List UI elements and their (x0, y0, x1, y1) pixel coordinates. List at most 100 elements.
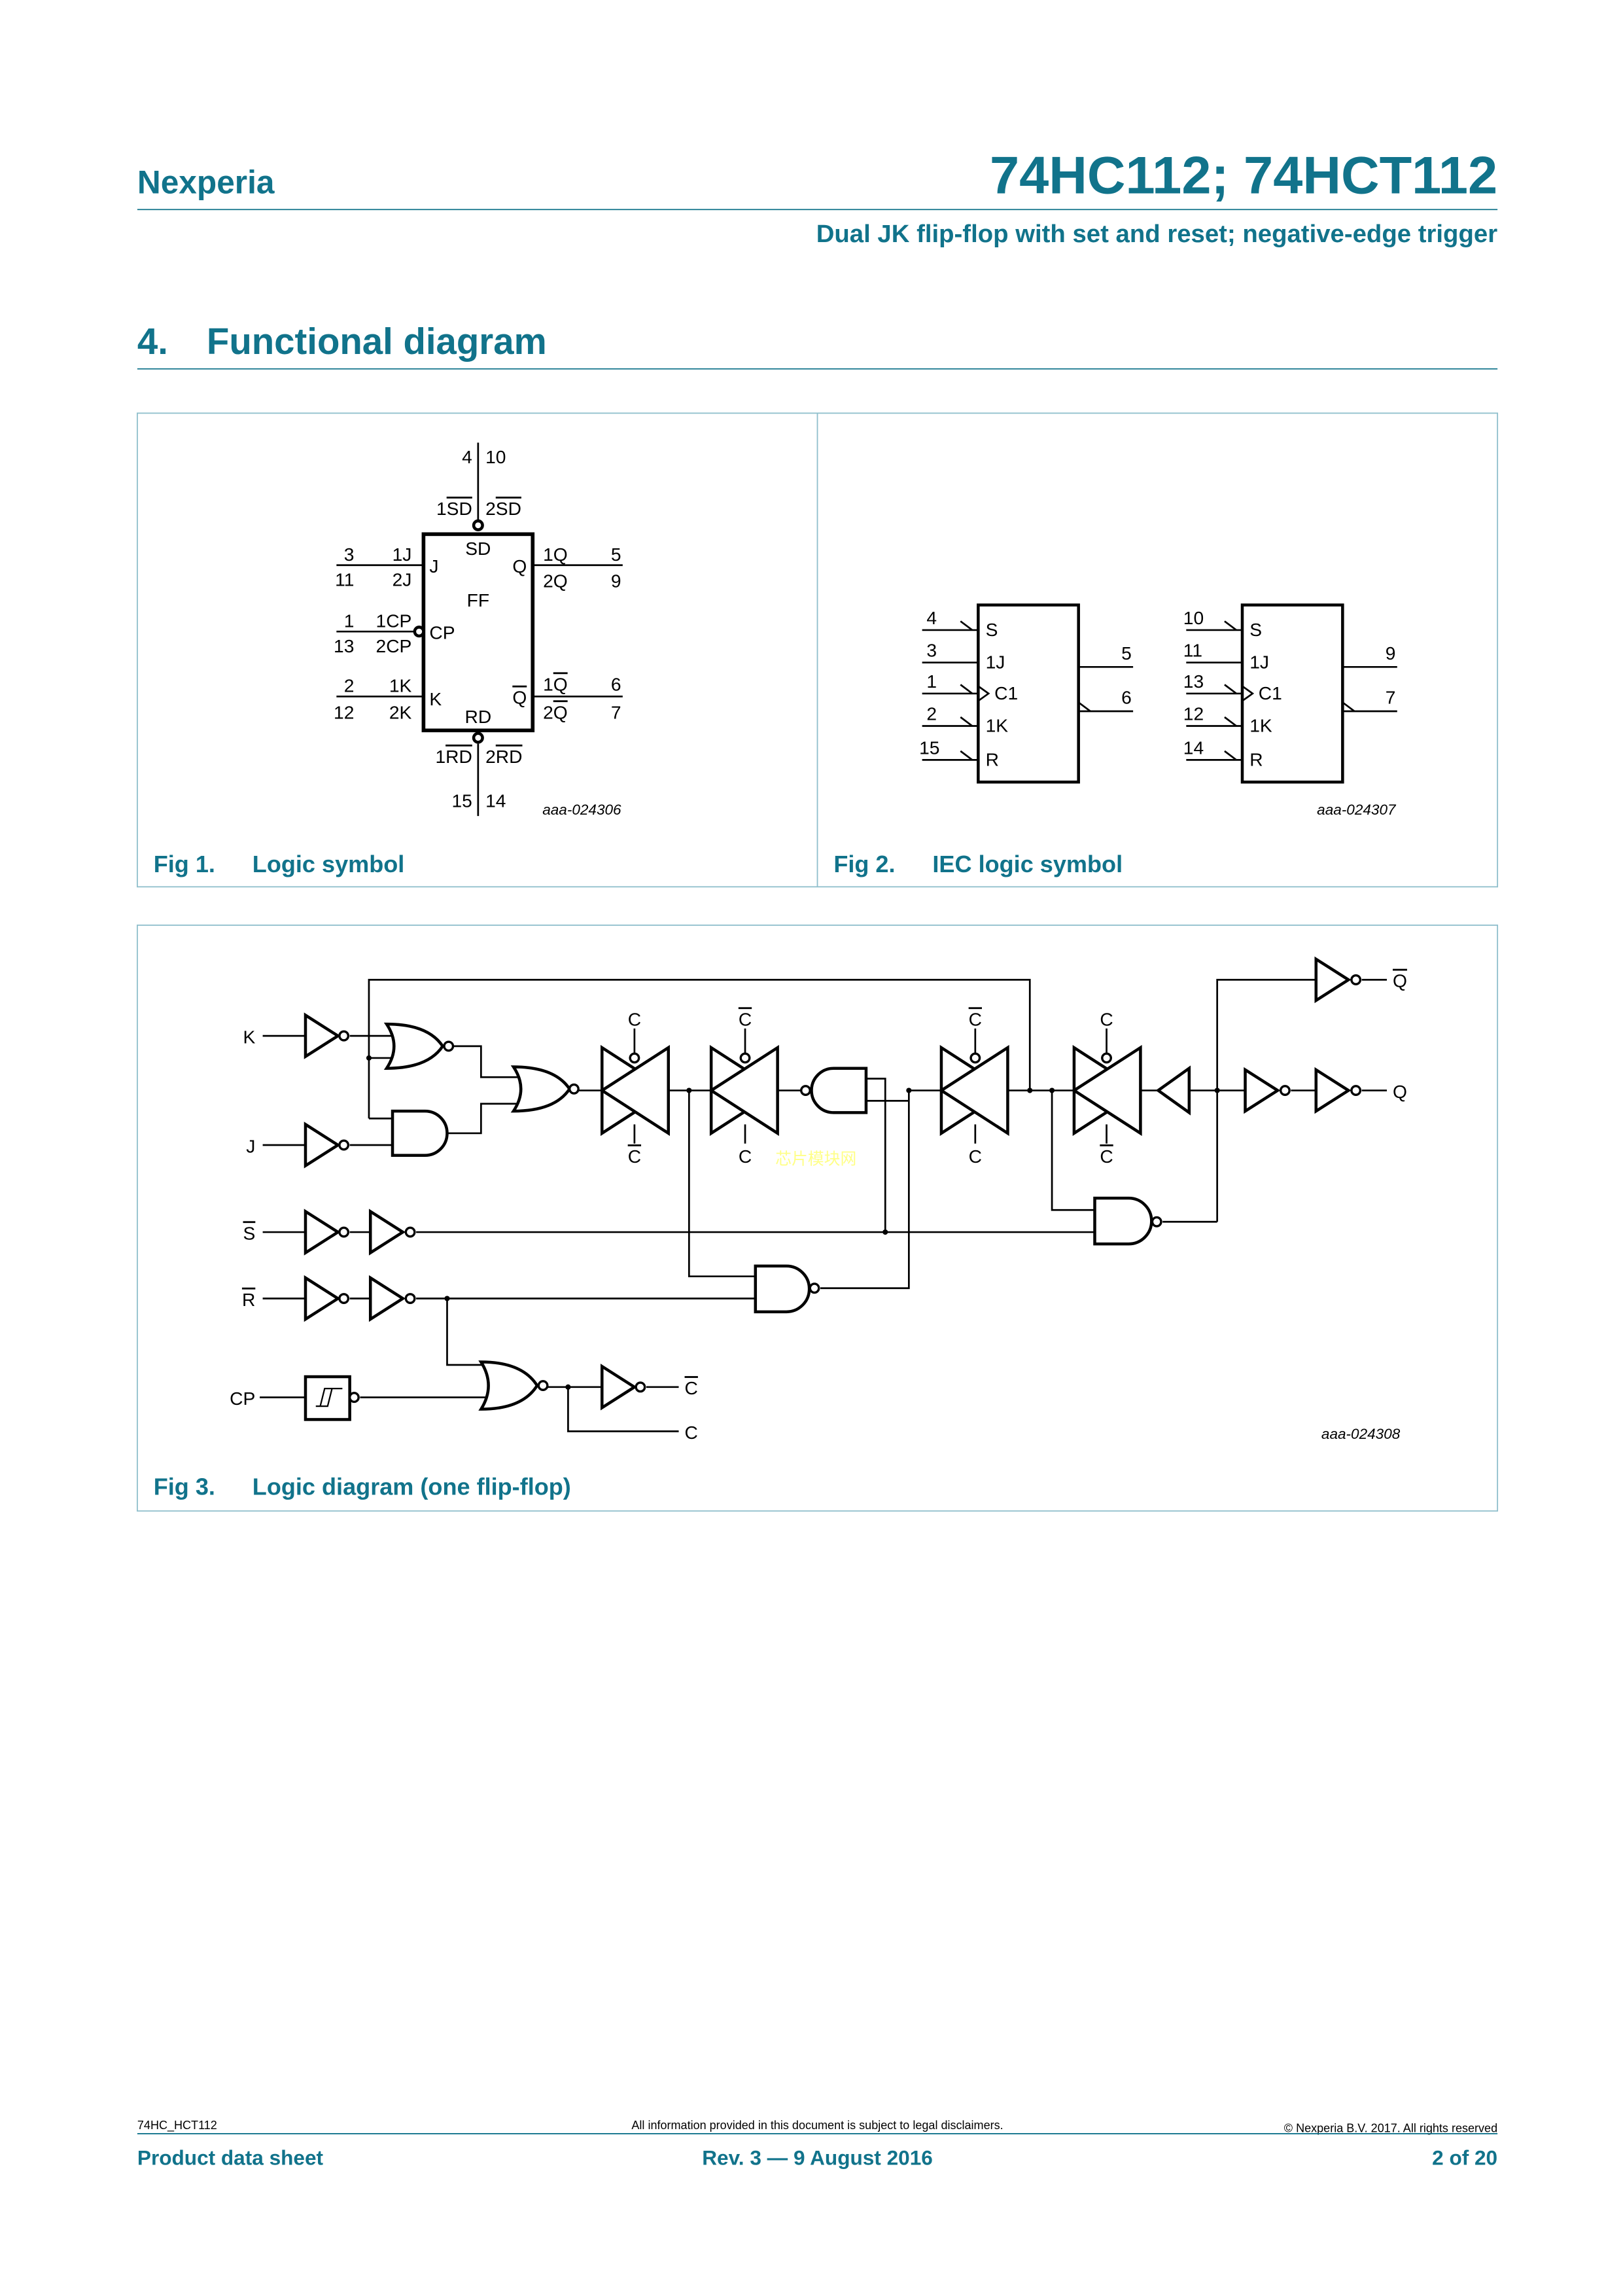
input-cp-label: CP (230, 1388, 255, 1409)
input-label: 1K (1249, 715, 1272, 736)
pin-label: 15 (919, 737, 939, 758)
input-label: S (986, 619, 998, 640)
pin-label: 14 (1183, 737, 1204, 758)
input-r-label: R (242, 1289, 255, 1310)
clock-c-label: C (685, 1422, 698, 1443)
tg-label: C (969, 1008, 982, 1029)
pin-label: 9 (611, 571, 621, 592)
pin-label: 2 (926, 703, 937, 724)
iec-symbol-2: S 1J C1 1K R 10 11 13 12 14 9 7 (1183, 603, 1397, 784)
signal-label: 1K (389, 675, 412, 696)
tg-label: C (739, 1008, 752, 1029)
pin-bottom-1: 15 (451, 790, 472, 811)
pin-bottom-2: 14 (485, 790, 506, 811)
inverter-q1 (1244, 1067, 1281, 1114)
pin-top-1: 4 (462, 446, 472, 467)
pin-label: 7 (1386, 687, 1396, 708)
footer-doc-id: 74HC_HCT112 (137, 2119, 217, 2132)
tg-label: C (1100, 1146, 1113, 1167)
tg-label: C (969, 1146, 982, 1167)
inverter-s2 (368, 1209, 406, 1256)
pin-label: 6 (1121, 687, 1132, 708)
pin-label: 1 (926, 671, 937, 692)
input-s-label: S (243, 1222, 256, 1243)
signal-label: 2Q (543, 571, 568, 592)
label-2sd: 2SD (485, 498, 521, 519)
fig1-caption-number: Fig 1. (154, 851, 215, 877)
transmission-gate-4 (1071, 1045, 1143, 1137)
logic-diagram: K J S R CP C C C C C C C C Q Q C C 芯片模块网… (230, 956, 1407, 1443)
input-label: 1J (986, 652, 1005, 673)
inverter-j (304, 1122, 341, 1169)
and-gate-1 (391, 1109, 449, 1157)
signal-label: 1CP (376, 610, 412, 631)
inner-q: Q (512, 556, 527, 576)
pin-label: 3 (344, 544, 355, 565)
inverter-r1 (304, 1275, 341, 1322)
transmission-gate-2 (708, 1045, 780, 1137)
pin-label: 5 (1121, 643, 1132, 663)
input-label: R (986, 749, 999, 769)
iec-symbol-1: S 1J C1 1K R 4 3 1 2 15 5 6 (919, 603, 1134, 784)
label-2rd: 2RD (485, 746, 522, 767)
label-1rd: 1RD (435, 746, 472, 767)
label-1sd: 1SD (436, 498, 472, 519)
figure-code: aaa-024307 (1317, 802, 1397, 818)
nor-gate-1 (383, 1022, 445, 1070)
tg-label: C (628, 1008, 641, 1029)
pin-label: 10 (1183, 607, 1204, 628)
footer-disclaimer: All information provided in this documen… (631, 2119, 1003, 2132)
logic-symbol: 4 10 1SD 2SD 1RD 2RD 15 14 SD FF RD J CP… (334, 442, 623, 818)
pin-label: 1 (344, 610, 355, 631)
figure-frame-3 (136, 925, 1499, 1512)
footer-copyright: © Nexperia B.V. 2017. All rights reserve… (1284, 2122, 1497, 2135)
feedback-inverter (1155, 1065, 1191, 1116)
brand-name: Nexperia (137, 164, 275, 200)
pin-label: 13 (334, 635, 354, 656)
pin-label: 12 (1183, 703, 1204, 724)
signal-label: 2K (389, 701, 412, 722)
inner-cp: CP (429, 622, 455, 643)
junction-dots (366, 1055, 1220, 1390)
wires (260, 979, 1387, 1432)
pin-label: 11 (335, 569, 354, 590)
or-gate-2 (510, 1065, 572, 1113)
nand-gate-latch (810, 1067, 868, 1114)
signal-label: 1Q (543, 544, 568, 565)
signal-label: 2J (393, 569, 412, 590)
pin-top-2: 10 (485, 446, 506, 467)
signal-label: 2Q (543, 701, 568, 722)
nand-gate-reset (754, 1264, 811, 1314)
tg-label: C (628, 1146, 641, 1167)
fig1-caption: Logic symbol (253, 851, 405, 877)
watermark: 芯片模块网 (775, 1150, 856, 1168)
inner-sd: SD (465, 538, 491, 559)
pin-label: 4 (926, 607, 937, 628)
clock-cbar-label: C (685, 1377, 698, 1398)
fig3-caption: Logic diagram (one flip-flop) (253, 1473, 571, 1500)
pin-label: 3 (926, 640, 937, 661)
pin-label: 5 (611, 544, 621, 565)
input-label: C1 (1259, 682, 1282, 703)
inverter-clock (601, 1364, 638, 1411)
footer-revision: Rev. 3 — 9 August 2016 (702, 2146, 933, 2169)
footer-doc-type: Product data sheet (137, 2146, 324, 2169)
document-subtitle: Dual JK flip-flop with set and reset; ne… (816, 220, 1497, 248)
inner-j: J (429, 556, 438, 576)
section-title: Functional diagram (207, 321, 547, 362)
input-j-label: J (246, 1135, 255, 1156)
signal-label: 1Q (543, 673, 568, 694)
signal-label: 1J (393, 544, 412, 565)
input-label: S (1249, 619, 1262, 640)
inner-qbar: Q (512, 687, 527, 708)
inner-ff: FF (467, 590, 489, 610)
pin-label: 6 (611, 673, 621, 694)
inverter-r2 (368, 1275, 406, 1322)
input-k-label: K (243, 1026, 256, 1047)
fig2-caption-number: Fig 2. (833, 851, 895, 877)
nand-gate-set (1093, 1196, 1153, 1246)
output-qbar-label: Q (1393, 970, 1407, 991)
inner-rd: RD (464, 706, 491, 727)
pin-label: 11 (1183, 640, 1202, 661)
